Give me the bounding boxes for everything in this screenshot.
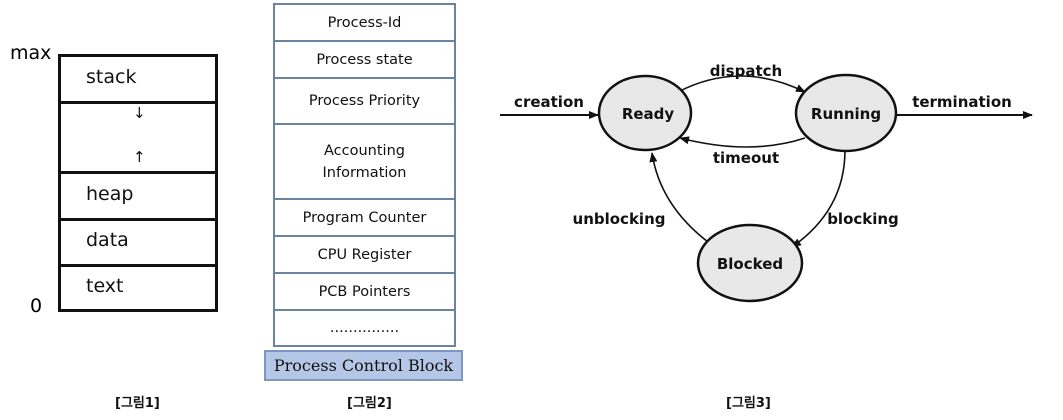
arrow-down-icon: ↓ xyxy=(133,104,146,122)
memory-max-label: max xyxy=(10,42,52,64)
segment-data: data xyxy=(61,221,215,267)
memory-layout: stack ↓ ↑ heap data text xyxy=(58,54,218,312)
pcb-table: Process-Id Process state Process Priorit… xyxy=(273,3,456,347)
caption-figure3: [그림3] xyxy=(726,396,771,411)
state-running xyxy=(794,73,898,153)
pcb-field: ............... xyxy=(329,320,400,336)
pcb-title: Process Control Block xyxy=(264,350,463,381)
state-blocked xyxy=(696,223,804,303)
segment-stack: stack xyxy=(61,57,215,104)
blocking-arrow xyxy=(791,149,846,248)
unblocking-label: unblocking xyxy=(573,210,666,228)
state-ready xyxy=(597,74,693,152)
timeout-label: timeout xyxy=(713,149,779,167)
state-ready-label: Ready xyxy=(622,105,675,123)
pcb-field: Process-Id xyxy=(275,5,454,42)
pcb-field: Process Priority xyxy=(275,79,454,125)
dispatch-arrow xyxy=(677,75,806,93)
state-running-label: Running xyxy=(811,105,881,123)
termination-label: termination xyxy=(912,93,1012,111)
caption-figure1: [그림1] xyxy=(115,396,160,411)
creation-label: creation xyxy=(514,93,584,111)
caption-figure2: [그림2] xyxy=(347,396,392,411)
memory-zero-label: 0 xyxy=(30,295,43,317)
pcb-field: Program Counter xyxy=(275,200,454,237)
pcb-field: PCB Pointers xyxy=(275,274,454,311)
pcb-field: Process state xyxy=(275,42,454,79)
arrow-up-icon: ↑ xyxy=(133,148,146,166)
dispatch-label: dispatch xyxy=(710,62,782,80)
pcb-field: Accounting Information xyxy=(275,125,454,200)
segment-free: ↓ ↑ xyxy=(61,104,215,174)
unblocking-arrow xyxy=(649,152,709,243)
pcb-field: CPU Register xyxy=(275,237,454,274)
blocking-label: blocking xyxy=(827,210,899,228)
state-blocked-label: Blocked xyxy=(717,255,783,273)
timeout-arrow xyxy=(679,136,806,148)
segment-text: text xyxy=(86,275,124,297)
segment-heap: heap xyxy=(61,174,215,221)
